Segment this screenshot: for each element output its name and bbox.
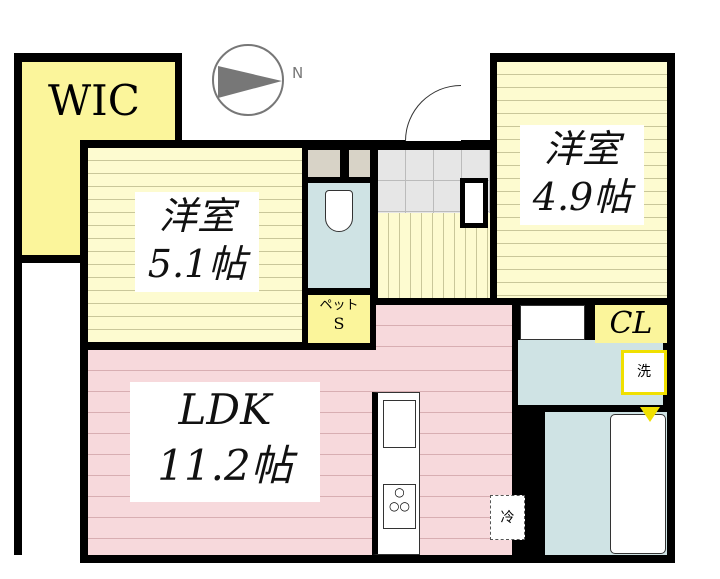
bedroom-1-label: 洋室 5.1帖 — [135, 192, 259, 292]
closet: CL — [595, 305, 667, 343]
ldk-upper — [376, 305, 512, 355]
bathtub — [610, 414, 666, 554]
kitchen-counter — [372, 392, 420, 555]
washer-label: 洗 — [637, 364, 651, 380]
washer-space: 洗 — [621, 350, 667, 395]
stove-icon: ○○○ — [383, 484, 416, 529]
ldk-size: 11.2帖 — [157, 441, 293, 490]
shoe-cabinet — [460, 178, 488, 228]
bedroom-2-label: 洋室 4.9帖 — [520, 125, 644, 225]
arrow-down-icon — [640, 407, 660, 422]
bedroom-1-size: 5.1帖 — [147, 242, 247, 286]
ldk-type: LDK — [178, 385, 272, 434]
bedroom-1-type: 洋室 — [158, 194, 235, 238]
pet-storage-label: ペット — [319, 298, 359, 313]
vanity — [520, 305, 585, 340]
wall — [14, 255, 22, 555]
pet-storage: ペット S — [308, 295, 370, 343]
ldk-label: LDK 11.2帖 — [130, 382, 320, 502]
closet-label: CL — [609, 306, 653, 341]
front-door[interactable] — [405, 85, 461, 141]
bedroom-2-type: 洋室 — [543, 127, 620, 171]
fridge-label: 冷 — [500, 510, 515, 526]
north-arrow-icon — [218, 66, 282, 98]
sink-icon — [383, 400, 416, 448]
wic-label: WIC — [48, 76, 140, 125]
compass-label: N — [292, 64, 304, 82]
compass — [212, 44, 284, 116]
pipe-space — [349, 150, 370, 177]
toilet-icon — [325, 190, 353, 232]
pet-storage-s: S — [333, 314, 345, 333]
bedroom-2-size: 4.9帖 — [532, 175, 632, 219]
fridge-space: 冷 — [490, 495, 525, 540]
storage-box — [308, 150, 340, 177]
